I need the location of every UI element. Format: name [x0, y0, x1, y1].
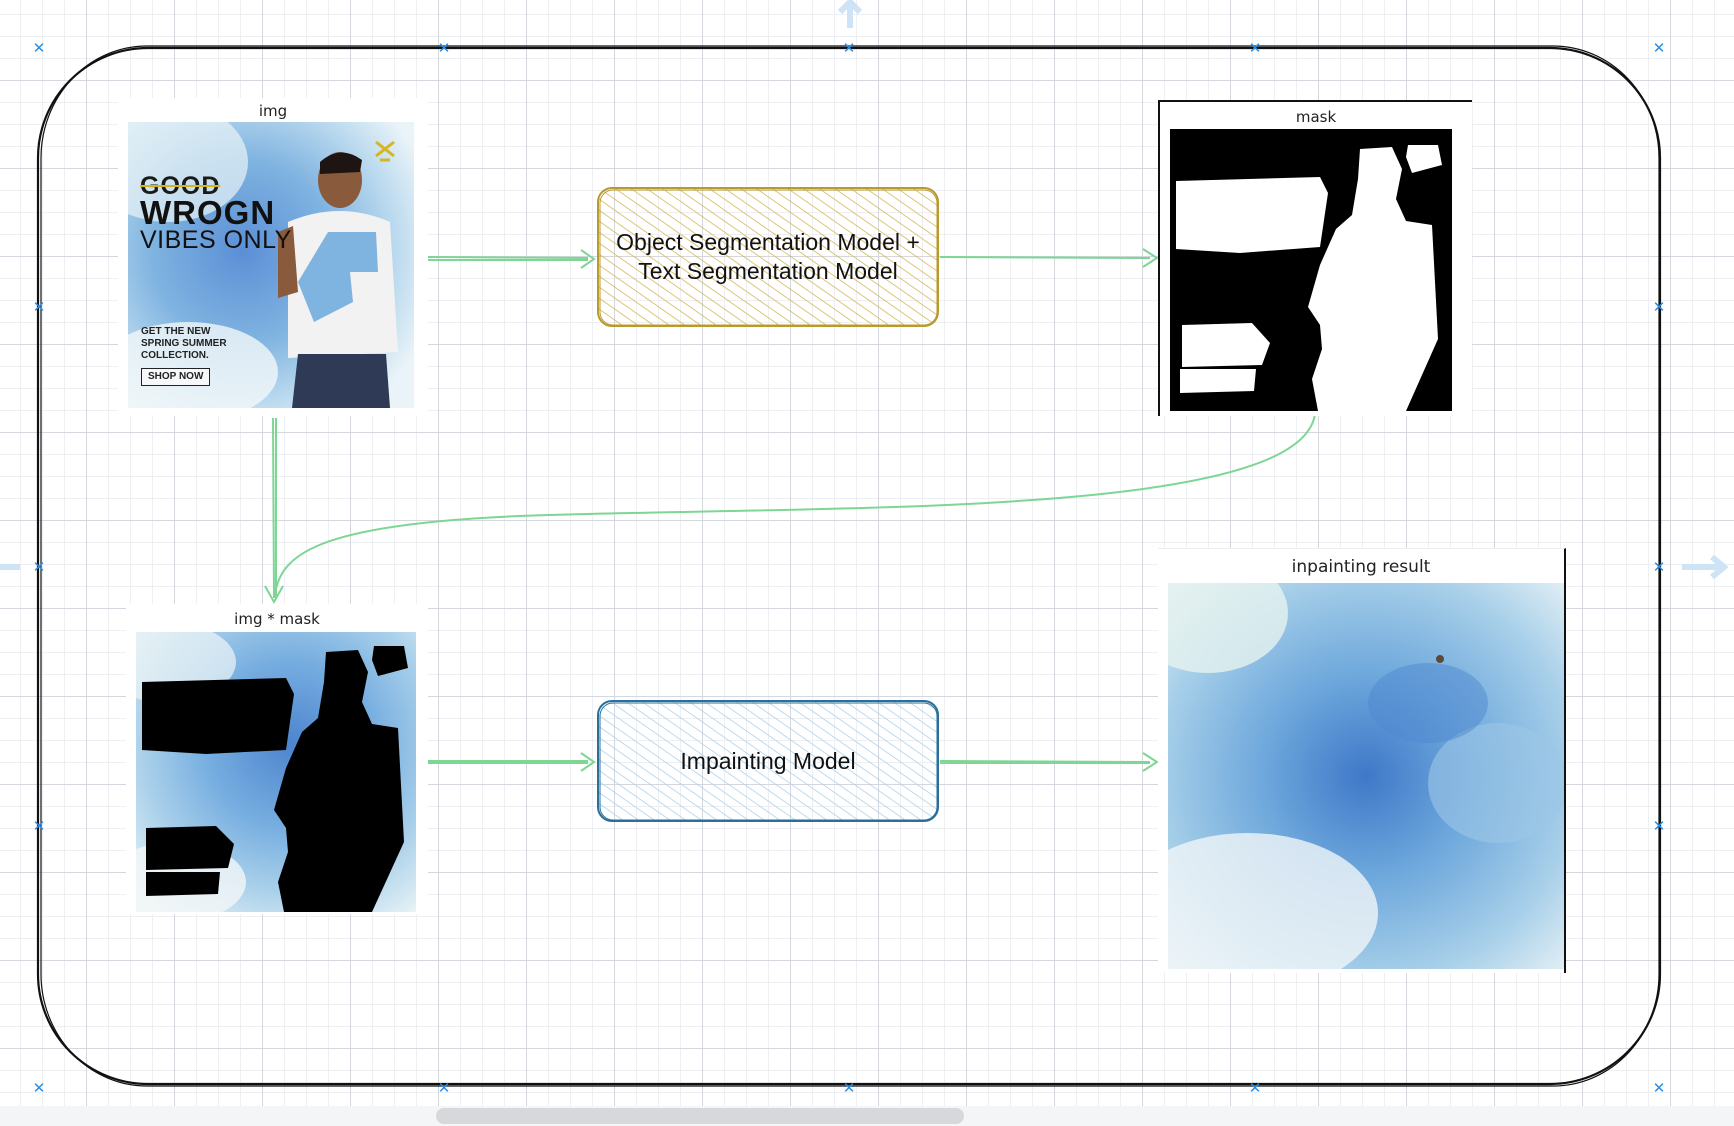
segmentation-model-box [597, 187, 939, 327]
handle-left-upper-icon[interactable]: ✕ [32, 298, 46, 316]
ad-shop-now-button: SHOP NOW [141, 368, 211, 386]
mask-panel-title: mask [1295, 108, 1337, 126]
model-person [278, 152, 398, 408]
ad-background [128, 122, 414, 408]
ad-text-vibes: VIBES ONLY [140, 226, 292, 254]
inpainting-result-panel-title: inpainting result [1291, 557, 1431, 577]
top-connect-arrow-icon[interactable] [830, 0, 870, 30]
handle-top-right-icon[interactable]: ✕ [1652, 39, 1666, 57]
img-panel[interactable]: img GOOD WROGN VIBES ONLY GET THE NEW SP… [118, 98, 428, 416]
handle-bottom-mid-icon[interactable]: ✕ [842, 1079, 856, 1097]
ad-text-wrogn: WROGN [140, 194, 276, 231]
left-connect-arrow-icon[interactable] [0, 552, 30, 582]
inpainting-result-image [1168, 583, 1564, 969]
segmentation-model-line-2: Text Segmentation Model [638, 258, 898, 284]
handle-right-lower-icon[interactable]: ✕ [1652, 817, 1666, 835]
mask-panel[interactable]: mask [1158, 100, 1472, 416]
handle-top-right2-icon[interactable]: ✕ [1248, 39, 1262, 57]
mask-image [1170, 129, 1452, 411]
ad-image: GOOD WROGN VIBES ONLY GET THE NEW SPRING… [128, 122, 414, 408]
handle-bottom-left2-icon[interactable]: ✕ [437, 1079, 451, 1097]
segmentation-model-label: Object Segmentation Model + Text Segment… [600, 190, 936, 324]
handle-top-mid-icon[interactable]: ✕ [842, 39, 856, 57]
handle-bottom-right-icon[interactable]: ✕ [1652, 1079, 1666, 1097]
ad-tagline-3: COLLECTION. [141, 350, 209, 361]
handle-left-lower-icon[interactable]: ✕ [32, 817, 46, 835]
handle-right-upper-icon[interactable]: ✕ [1652, 298, 1666, 316]
segmentation-model-line-1: Object Segmentation Model + [616, 229, 920, 256]
ad-tagline-1: GET THE NEW [141, 326, 211, 337]
handle-top-left2-icon[interactable]: ✕ [437, 39, 451, 57]
img-mask-panel-title: img * mask [234, 610, 320, 628]
ad-text-good: GOOD [140, 172, 221, 200]
container-frame [36, 45, 1662, 1087]
handle-left-mid-icon[interactable]: ✕ [32, 558, 46, 576]
inpainting-model-box [597, 700, 939, 822]
flow-arrows [264, 248, 1316, 772]
handle-bottom-right2-icon[interactable]: ✕ [1248, 1079, 1262, 1097]
ad-tagline-2: SPRING SUMMER [141, 338, 227, 349]
inpainting-result-panel[interactable]: inpainting result [1158, 548, 1566, 973]
handle-right-mid-icon[interactable]: ✕ [1652, 558, 1666, 576]
handle-bottom-left-icon[interactable]: ✕ [32, 1079, 46, 1097]
img-mask-image [136, 632, 416, 912]
inpainting-model-label: Impainting Model [680, 747, 856, 774]
horizontal-scrollbar-thumb[interactable] [436, 1108, 964, 1124]
img-mask-panel[interactable]: img * mask [126, 604, 428, 914]
right-connect-arrow-icon[interactable] [1680, 552, 1730, 582]
handle-top-left-icon[interactable]: ✕ [32, 39, 46, 57]
img-panel-title: img [258, 102, 288, 120]
